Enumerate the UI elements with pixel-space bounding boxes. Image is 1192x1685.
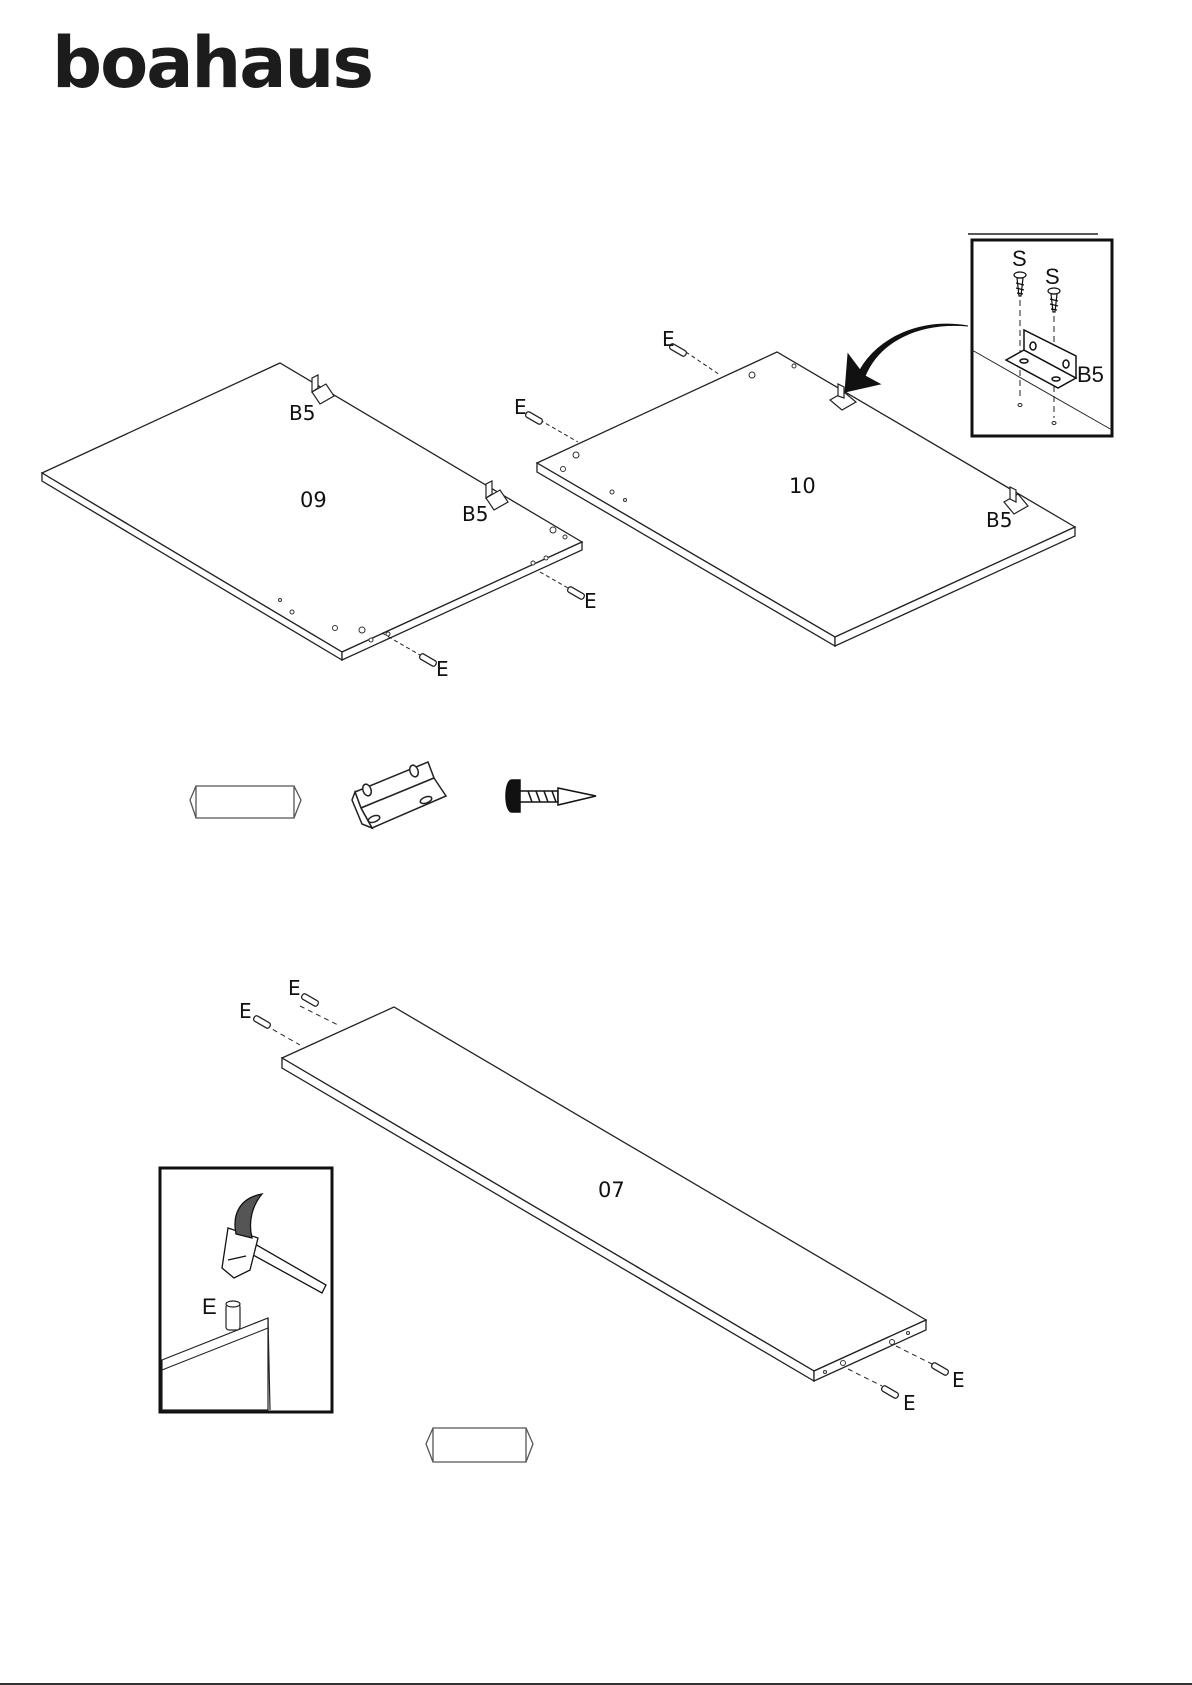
legend-screw <box>506 780 596 812</box>
bracket-icon <box>352 762 446 828</box>
legend-bracket <box>352 762 446 828</box>
panel-07-number: 07 <box>598 1178 625 1202</box>
dowel-icon <box>426 1428 533 1462</box>
legend-dowel <box>190 786 301 818</box>
panel-09-bracket-label-2: B5 <box>462 502 488 526</box>
curved-arrow-icon <box>845 324 968 392</box>
inset-screw-label-2: S <box>1045 264 1060 289</box>
panel-10-bracket-label: B5 <box>986 508 1012 532</box>
panel-10-dowel-label-1: E <box>662 327 675 351</box>
inset-bracket-label: B5 <box>1077 362 1104 387</box>
inset-screw-label-1: S <box>1012 246 1027 271</box>
legend-dowel-bottom <box>426 1428 533 1462</box>
bracket-detail-inset: S S B5 <box>968 234 1112 436</box>
panel-09-dowel-label-1: E <box>436 657 449 681</box>
dowel-icon <box>190 786 301 818</box>
inset-dowel-label: E <box>202 1294 217 1319</box>
panel-09-number: 09 <box>300 488 327 512</box>
panel-07-dowel-label-3: E <box>952 1368 965 1392</box>
screw-icon <box>506 780 596 812</box>
panel-07-dowel-label-1: E <box>288 976 301 1000</box>
panel-07-dowel-label-2: E <box>239 999 252 1023</box>
panel-09-bracket-label-1: B5 <box>289 401 315 425</box>
panel-10-dowel-label-2: E <box>514 395 527 419</box>
hammer-detail-inset: E <box>160 1168 332 1412</box>
panel-07-dowel-label-4: E <box>903 1391 916 1415</box>
panel-09-dowel-label-2: E <box>584 589 597 613</box>
panel-10-number: 10 <box>789 474 816 498</box>
